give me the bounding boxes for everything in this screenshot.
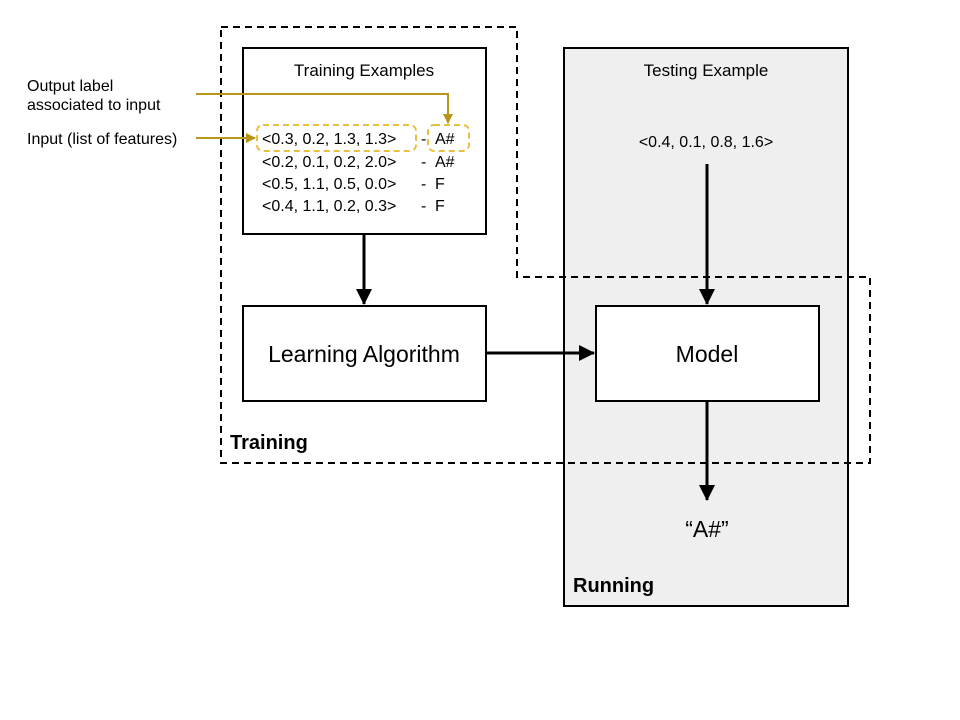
example-row-3-features: <0.5, 1.1, 0.5, 0.0> — [262, 176, 396, 193]
example-row-4-label: F — [435, 198, 445, 215]
testing-example-title: Testing Example — [644, 61, 769, 80]
training-region-label: Training — [230, 432, 308, 454]
model-output: “A#” — [685, 516, 728, 542]
training-examples-title: Training Examples — [294, 61, 434, 80]
example-row-3-label: F — [435, 176, 445, 193]
training-examples-box — [242, 47, 487, 235]
example-row-2-label: A# — [435, 154, 455, 171]
example-row-1-label: A# — [435, 131, 455, 148]
learning-algorithm-label: Learning Algorithm — [268, 341, 460, 367]
output-label-annotation-line2: associated to input — [27, 97, 161, 114]
model-label: Model — [676, 341, 739, 367]
model-box — [595, 305, 820, 402]
testing-example-vector: <0.4, 0.1, 0.8, 1.6> — [639, 134, 773, 151]
input-highlight-box — [256, 124, 417, 152]
output-label-annotation-line1: Output label — [27, 78, 113, 95]
example-row-1-features: <0.3, 0.2, 1.3, 1.3> — [262, 131, 396, 148]
training-region-border — [220, 26, 871, 464]
example-row-1-sep: - — [421, 131, 426, 148]
example-row-3-sep: - — [421, 176, 426, 193]
running-region-label: Running — [573, 575, 654, 597]
output-label-arrow — [196, 93, 453, 124]
example-row-4-features: <0.4, 1.1, 0.2, 0.3> — [262, 198, 396, 215]
label-highlight-box — [427, 124, 470, 152]
example-row-2-sep: - — [421, 154, 426, 171]
example-row-4-sep: - — [421, 198, 426, 215]
input-annotation: Input (list of features) — [27, 131, 177, 148]
example-row-2-features: <0.2, 0.1, 0.2, 2.0> — [262, 154, 396, 171]
learning-algorithm-box — [242, 305, 487, 402]
